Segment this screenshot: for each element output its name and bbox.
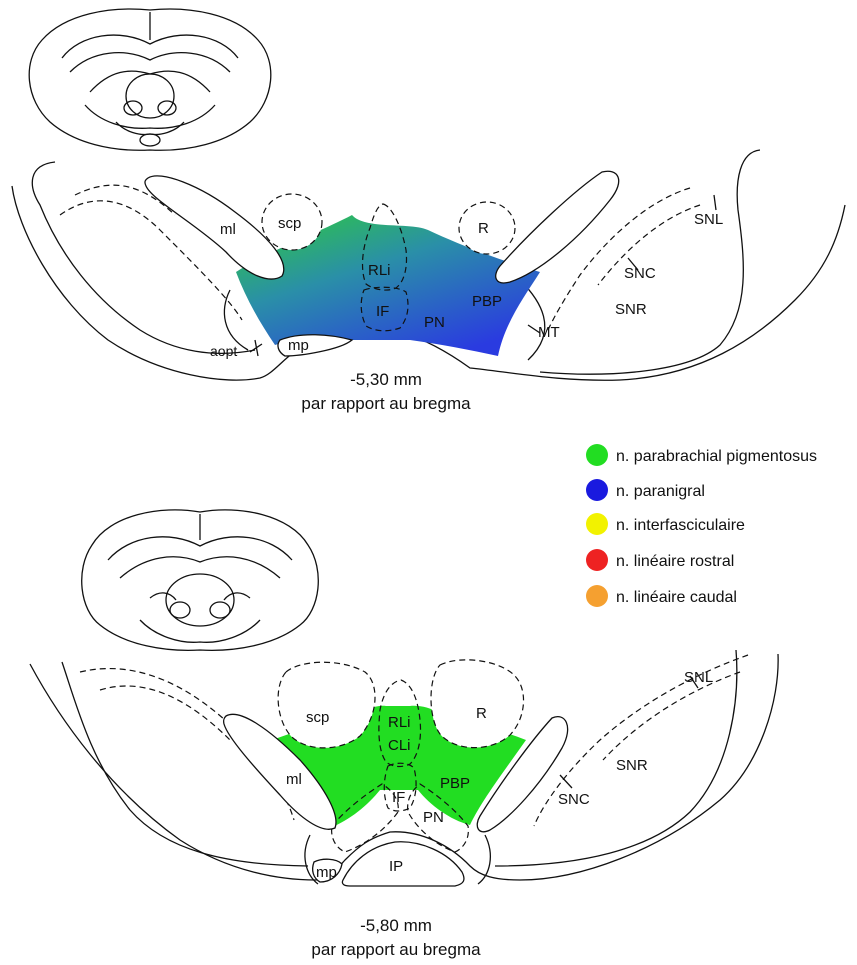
- top-label-snr: SNR: [615, 301, 647, 318]
- bottom-label-r: R: [476, 705, 487, 722]
- top-caption-reference: par rapport au bregma: [301, 394, 471, 413]
- top-label-if: IF: [376, 303, 389, 320]
- bottom-label-rli: RLi: [388, 714, 411, 731]
- legend-swatch-pbp: [586, 444, 608, 466]
- legend-label-if: n. interfasciculaire: [616, 517, 745, 534]
- bottom-label-scp: scp: [306, 709, 329, 726]
- bottom-caption-reference: par rapport au bregma: [311, 940, 481, 959]
- top-coronal-thumbnail: [29, 9, 271, 150]
- top-label-scp: scp: [278, 215, 301, 232]
- bottom-label-pbp: PBP: [440, 775, 470, 792]
- legend-swatch-if: [586, 513, 608, 535]
- top-label-ml: ml: [220, 221, 236, 238]
- top-label-mt: MT: [538, 324, 560, 341]
- bottom-label-ip: IP: [389, 858, 403, 875]
- top-label-snc: SNC: [624, 265, 656, 282]
- bottom-caption-level: -5,80 mm: [360, 916, 432, 935]
- top-label-aopt: aopt: [210, 343, 237, 359]
- top-label-rli: RLi: [368, 262, 391, 279]
- top-label-pbp: PBP: [472, 293, 502, 310]
- top-label-pn: PN: [424, 314, 445, 331]
- bottom-label-snr: SNR: [616, 757, 648, 774]
- top-label-snl: SNL: [694, 211, 723, 228]
- legend: n. parabrachial pigmentosus n. paranigra…: [586, 444, 817, 607]
- top-caption-level: -5,30 mm: [350, 370, 422, 389]
- legend-swatch-cli: [586, 585, 608, 607]
- bottom-label-if: IF: [392, 789, 405, 806]
- top-label-r: R: [478, 220, 489, 237]
- legend-label-pbp: n. parabrachial pigmentosus: [616, 448, 817, 465]
- legend-label-cli: n. linéaire caudal: [616, 589, 737, 606]
- bottom-label-snc: SNC: [558, 791, 590, 808]
- bottom-label-snl: SNL: [684, 669, 713, 686]
- bottom-scp-outline: [278, 662, 375, 748]
- bottom-r-outline: [431, 660, 524, 748]
- section-bottom: scp RLi CLi R SNL SNR ml IF PBP PN SNC m…: [30, 650, 778, 959]
- bottom-label-cli: CLi: [388, 737, 411, 754]
- top-label-mp: mp: [288, 337, 309, 354]
- bottom-coronal-thumbnail: [82, 510, 319, 650]
- bottom-label-ml: ml: [286, 771, 302, 788]
- bottom-label-mp: mp: [316, 864, 337, 881]
- legend-swatch-pn: [586, 479, 608, 501]
- bottom-label-pn: PN: [423, 809, 444, 826]
- section-top: ml scp R SNL RLi SNC IF PBP PN SNR MT ao…: [12, 150, 845, 413]
- legend-label-rli: n. linéaire rostral: [616, 553, 734, 570]
- legend-swatch-rli: [586, 549, 608, 571]
- legend-label-pn: n. paranigral: [616, 483, 705, 500]
